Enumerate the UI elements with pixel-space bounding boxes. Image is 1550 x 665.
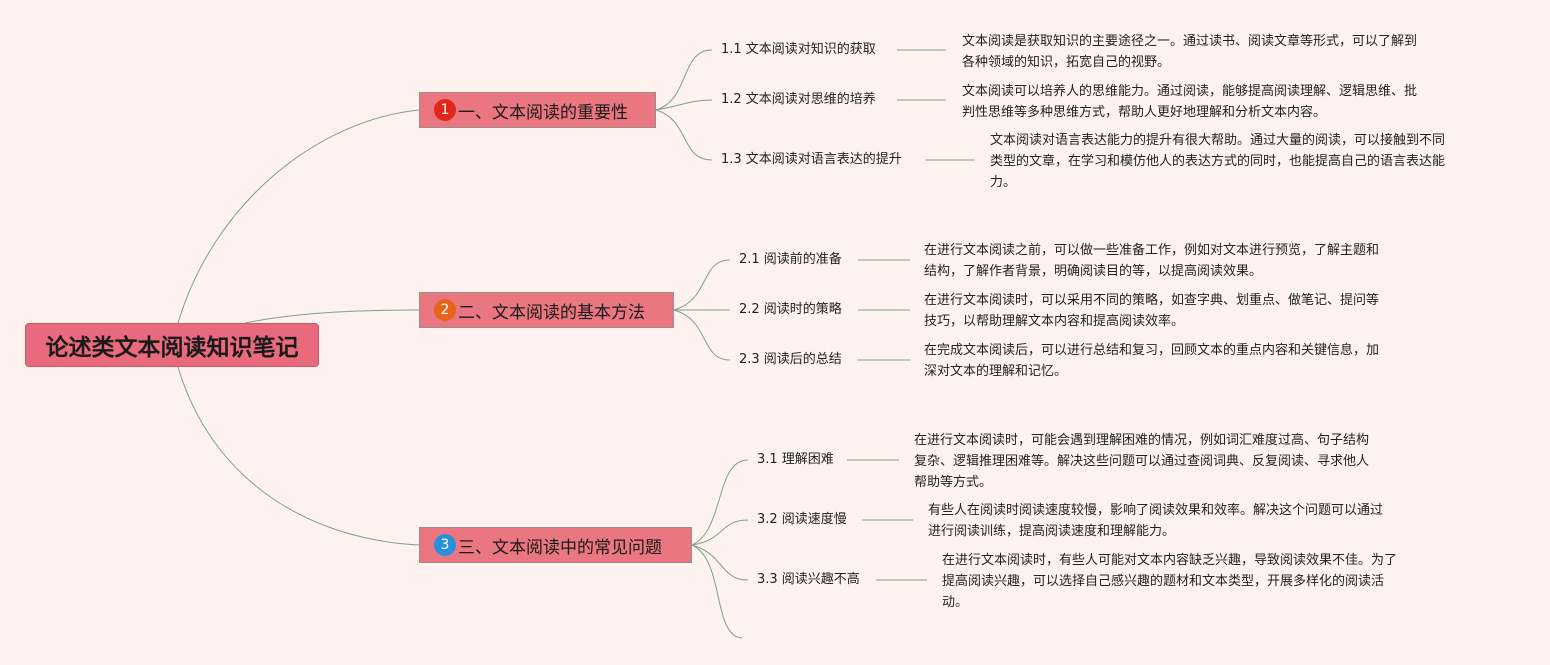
connector-2-1: [673, 259, 731, 311]
connector-root-topic-1: [177, 109, 420, 324]
number-badge-icon: 2: [434, 299, 456, 321]
subtopic-1-3[interactable]: 1.3 文本阅读对语言表达的提升: [721, 152, 902, 167]
topic-node-methods[interactable]: 2 二、文本阅读的基本方法: [419, 292, 674, 328]
connector-2-3: [673, 309, 731, 361]
topic-node-common-problems[interactable]: 3 三、文本阅读中的常见问题: [419, 527, 692, 563]
subtopic-1-3-text: 文本阅读对语言表达能力的提升有很大帮助。通过大量的阅读，可以接触到不同 类型的文…: [990, 133, 1446, 190]
connector-3-1: [691, 459, 749, 546]
connector-1-1: [655, 49, 713, 111]
subtopic-1-1[interactable]: 1.1 文本阅读对知识的获取: [721, 42, 876, 57]
subtopic-3-3-text: 在进行文本阅读时，有些人可能对文本内容缺乏兴趣，导致阅读效果不佳。为了 提高阅读…: [942, 553, 1398, 610]
connector-3-extra: [691, 544, 743, 639]
connector-root-topic-3: [177, 366, 420, 546]
subtopic-2-1[interactable]: 2.1 阅读前的准备: [739, 252, 842, 267]
subtopic-2-1-text: 在进行文本阅读之前，可以做一些准备工作，例如对文本进行预览，了解主题和 结构，了…: [924, 243, 1380, 279]
connector-1-2: [655, 99, 713, 111]
subtopic-2-2-text: 在进行文本阅读时，可以采用不同的策略，如查字典、划重点、做笔记、提问等 技巧，以…: [924, 293, 1380, 329]
topic-title: 三、文本阅读中的常见问题: [458, 537, 662, 558]
connector-root-topic-2: [244, 309, 420, 324]
connector-3-2: [691, 519, 749, 546]
subtopic-3-3[interactable]: 3.3 阅读兴趣不高: [757, 572, 860, 587]
topic-title: 一、文本阅读的重要性: [458, 102, 628, 123]
root-node[interactable]: 论述类文本阅读知识笔记: [25, 323, 319, 367]
subtopic-3-1-text: 在进行文本阅读时，可能会遇到理解困难的情况，例如词汇难度过高、句子结构 复杂、逻…: [914, 433, 1370, 490]
number-badge-icon: 1: [434, 99, 456, 121]
subtopic-3-1[interactable]: 3.1 理解困难: [757, 452, 834, 467]
subtopic-3-2-text: 有些人在阅读时阅读速度较慢，影响了阅读效果和效率。解决这个问题可以通过 进行阅读…: [928, 503, 1384, 539]
subtopic-2-3[interactable]: 2.3 阅读后的总结: [739, 352, 842, 367]
subtopic-1-2-text: 文本阅读可以培养人的思维能力。通过阅读，能够提高阅读理解、逻辑思维、批 判性思维…: [962, 84, 1418, 120]
subtopic-1-2[interactable]: 1.2 文本阅读对思维的培养: [721, 92, 876, 107]
topic-title: 二、文本阅读的基本方法: [458, 302, 645, 323]
subtopic-2-2[interactable]: 2.2 阅读时的策略: [739, 302, 842, 317]
connector-1-3: [655, 109, 713, 161]
number-badge-icon: 3: [434, 534, 456, 556]
subtopic-2-3-text: 在完成文本阅读后，可以进行总结和复习，回顾文本的重点内容和关键信息，加 深对文本…: [924, 343, 1380, 379]
subtopic-3-2[interactable]: 3.2 阅读速度慢: [757, 512, 847, 527]
connector-3-3: [691, 544, 749, 581]
topic-node-importance[interactable]: 1 一、文本阅读的重要性: [419, 92, 656, 128]
subtopic-1-1-text: 文本阅读是获取知识的主要途径之一。通过读书、阅读文章等形式，可以了解到 各种领域…: [962, 34, 1418, 70]
